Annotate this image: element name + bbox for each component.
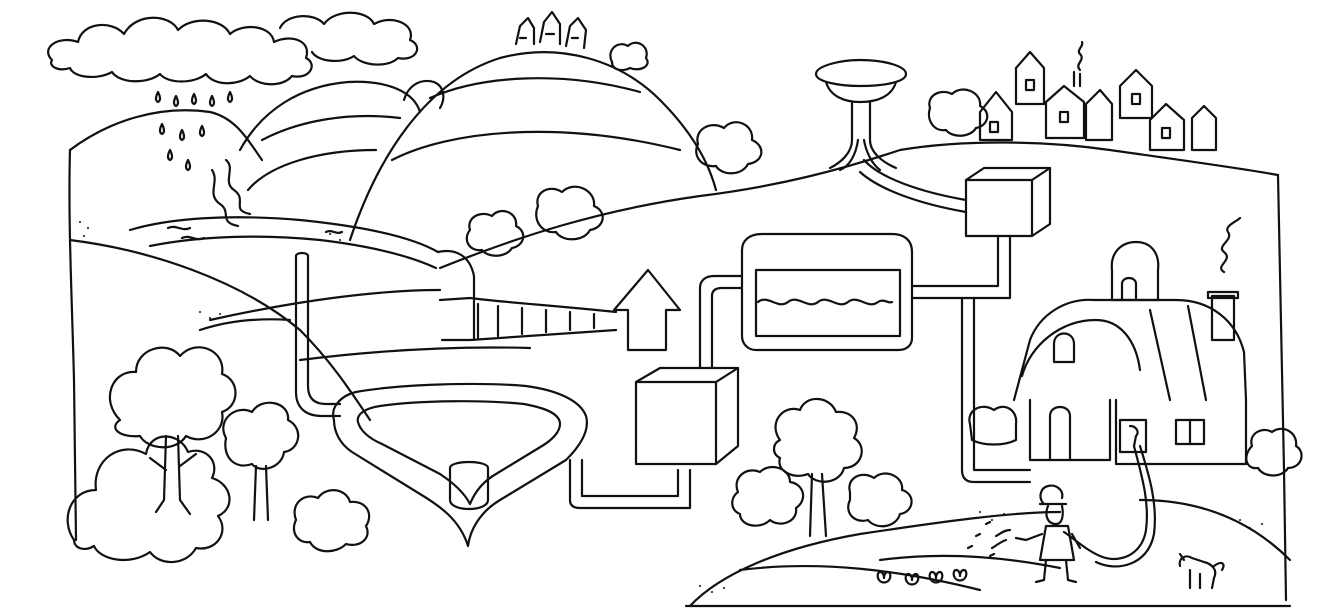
canvas-background [0, 0, 1319, 615]
water-supply-illustration [0, 0, 1319, 615]
